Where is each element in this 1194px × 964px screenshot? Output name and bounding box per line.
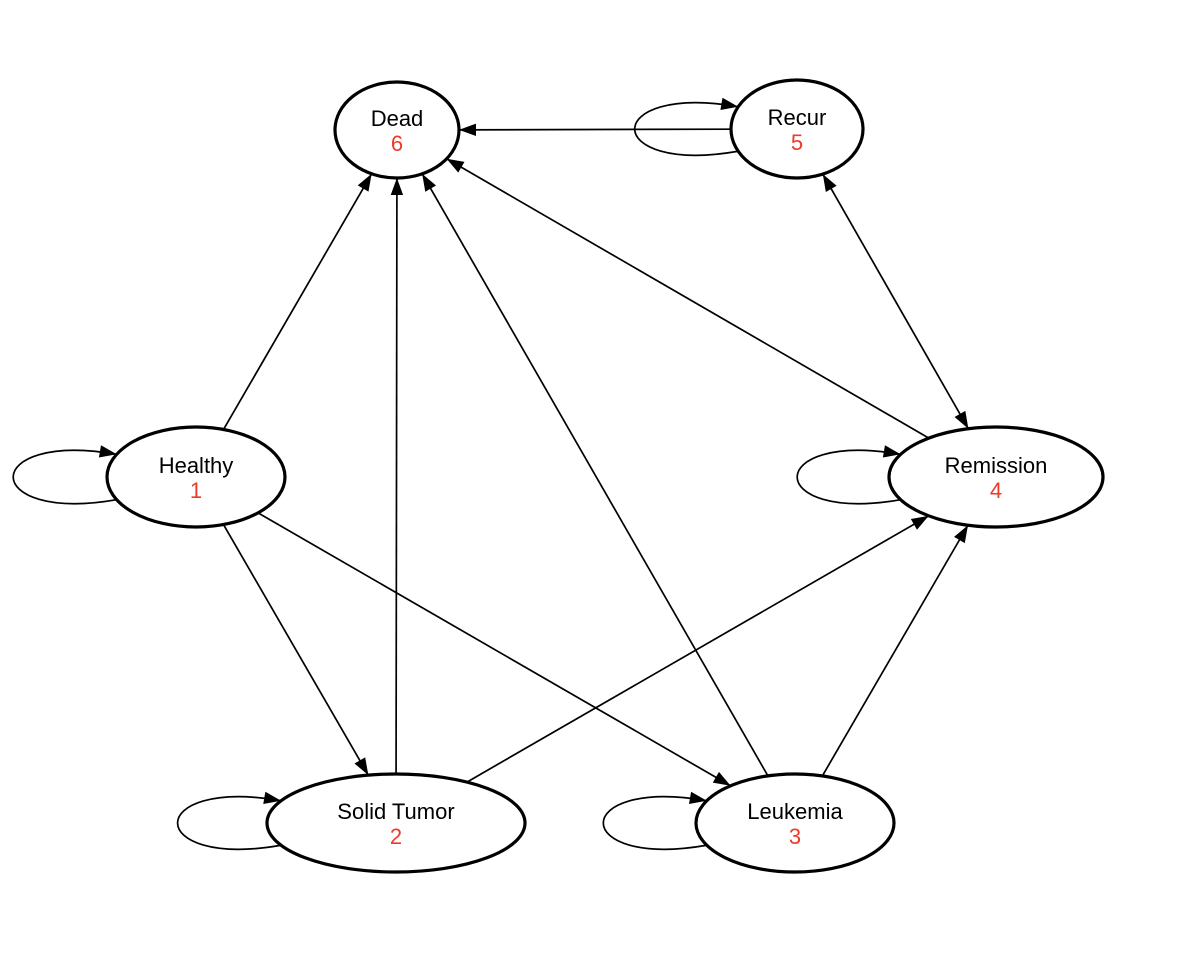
node-dead <box>333 80 461 180</box>
self-loop-solid_tumor <box>176 795 282 851</box>
arrowhead-icon <box>882 445 901 458</box>
node-remission-number: 4 <box>990 478 1002 503</box>
node-leukemia <box>694 772 896 874</box>
self-loop-leukemia <box>602 795 707 851</box>
node-solid_tumor <box>265 772 527 874</box>
arrowhead-icon <box>422 173 437 192</box>
arrowhead-icon <box>822 174 837 192</box>
edge-healthy-solid_tumor <box>222 524 370 776</box>
edge-leukemia-dead <box>421 173 769 777</box>
node-solid_tumor-label: Solid Tumor <box>337 799 454 824</box>
arrowheads-layer <box>98 97 969 804</box>
arrowhead-icon <box>446 158 465 173</box>
arrowhead-icon <box>712 771 731 786</box>
edge-solid_tumor-dead <box>395 177 398 775</box>
arrowhead-icon <box>390 177 404 196</box>
self-loop-remission <box>796 449 901 505</box>
arrowhead-icon <box>910 515 929 530</box>
edge-healthy-leukemia <box>257 512 732 787</box>
arrowhead-icon <box>357 173 372 192</box>
edge-remission-dead <box>446 158 930 439</box>
edges-layer <box>12 101 970 851</box>
arrowhead-icon <box>954 410 969 429</box>
edge-remission-recur <box>822 173 970 430</box>
node-leukemia-number: 3 <box>789 824 801 849</box>
nodes-layer <box>105 78 1105 874</box>
node-dead-number: 6 <box>391 131 403 156</box>
node-remission <box>887 425 1105 529</box>
node-remission-label: Remission <box>945 453 1048 478</box>
self-loop-recur <box>633 101 739 157</box>
arrowhead-icon <box>354 757 369 776</box>
arrowhead-icon <box>98 445 117 458</box>
node-recur-number: 5 <box>791 130 803 155</box>
node-solid_tumor-number: 2 <box>390 824 402 849</box>
arrowhead-icon <box>688 791 707 804</box>
edge-leukemia-remission <box>821 524 969 777</box>
node-healthy-number: 1 <box>190 478 202 503</box>
node-recur <box>729 78 865 180</box>
self-loop-healthy <box>12 449 117 505</box>
node-recur-label: Recur <box>768 105 827 130</box>
node-leukemia-label: Leukemia <box>747 799 843 824</box>
arrowhead-icon <box>720 97 739 110</box>
edge-healthy-dead <box>222 173 373 430</box>
node-healthy <box>105 425 287 529</box>
node-dead-label: Dead <box>371 106 424 131</box>
node-healthy-label: Healthy <box>159 453 234 478</box>
edge-recur-dead <box>458 128 732 131</box>
arrowhead-icon <box>458 123 477 137</box>
arrowhead-icon <box>263 791 282 804</box>
edge-solid_tumor-remission <box>466 515 930 783</box>
arrowhead-icon <box>954 525 968 544</box>
